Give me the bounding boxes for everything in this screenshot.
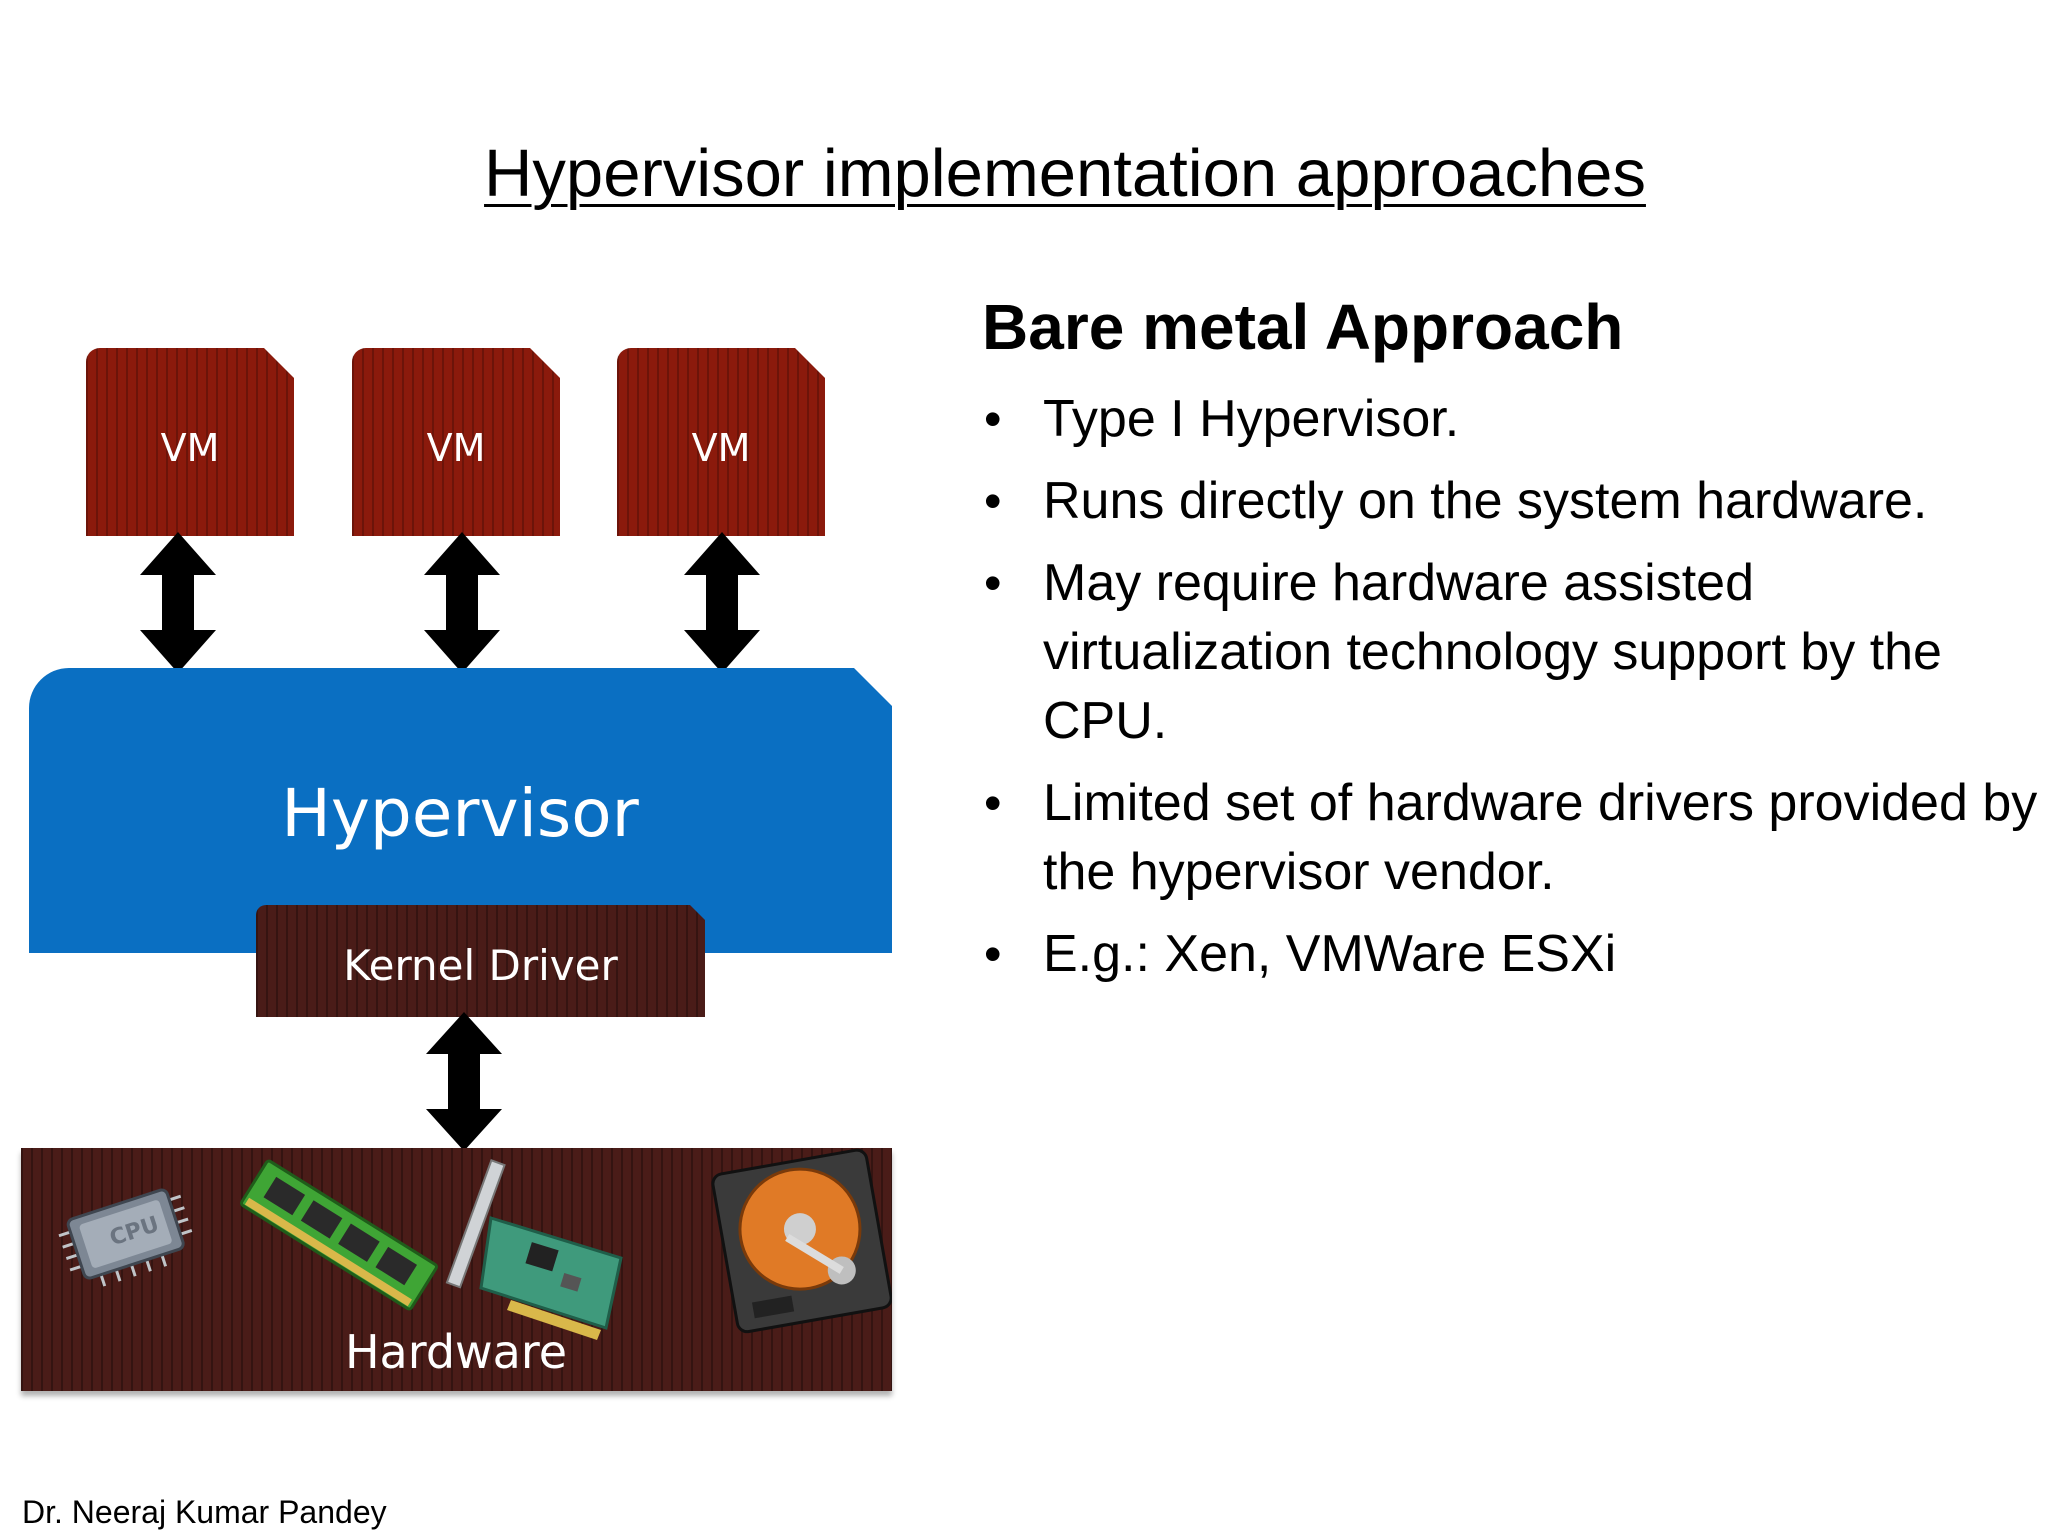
- bullet-dot: •: [984, 473, 1002, 529]
- bullet-dot: •: [984, 775, 1002, 831]
- double-arrow-vm3-hypervisor: [684, 532, 760, 673]
- hardware-label: Hardware: [344, 1325, 568, 1379]
- cpu-chip-icon: CPU: [58, 1188, 193, 1287]
- bullet-list: • Type I Hypervisor. • Runs directly on …: [982, 385, 2042, 1002]
- bullet-dot: •: [984, 391, 1002, 447]
- ram-module-icon: [240, 1159, 438, 1311]
- hard-drive-icon: [711, 1148, 892, 1334]
- footer-author: Dr. Neeraj Kumar Pandey: [22, 1494, 387, 1530]
- vm-label: VM: [691, 426, 751, 470]
- vm-box-3: VM: [617, 348, 825, 536]
- bullet-text: E.g.: Xen, VMWare ESXi: [1043, 925, 1617, 983]
- bullet-dot: •: [984, 555, 1002, 611]
- bullet-item: • E.g.: Xen, VMWare ESXi: [982, 920, 2042, 989]
- double-arrow-vm2-hypervisor: [424, 532, 500, 673]
- hardware-icons: CPU: [58, 1148, 892, 1340]
- double-arrow-driver-hardware: [426, 1012, 502, 1151]
- kernel-driver-box: Kernel Driver: [256, 905, 705, 1017]
- vm-label: VM: [160, 426, 220, 470]
- bullet-text: Runs directly on the system hardware.: [1043, 472, 1928, 530]
- bullet-text: May require hardware assisted virtualiza…: [1043, 554, 1942, 750]
- vm-box-1: VM: [86, 348, 294, 536]
- vm-label: VM: [426, 426, 486, 470]
- double-arrow-vm1-hypervisor: [140, 532, 216, 673]
- bullet-item: • Type I Hypervisor.: [982, 385, 2042, 454]
- bullet-dot: •: [984, 926, 1002, 982]
- bullet-item: • May require hardware assisted virtuali…: [982, 549, 2042, 756]
- bullet-item: • Limited set of hardware drivers provid…: [982, 769, 2042, 907]
- bullet-item: • Runs directly on the system hardware.: [982, 467, 2042, 536]
- bullet-text: Limited set of hardware drivers provided…: [1043, 774, 2038, 901]
- hypervisor-label: Hypervisor: [281, 775, 639, 852]
- network-card-icon: [445, 1159, 623, 1340]
- bullet-text: Type I Hypervisor.: [1043, 390, 1460, 448]
- vm-box-2: VM: [352, 348, 560, 536]
- kernel-driver-label: Kernel Driver: [343, 941, 618, 990]
- slide-title: Hypervisor implementation approaches: [484, 136, 1646, 211]
- section-heading: Bare metal Approach: [982, 291, 1624, 363]
